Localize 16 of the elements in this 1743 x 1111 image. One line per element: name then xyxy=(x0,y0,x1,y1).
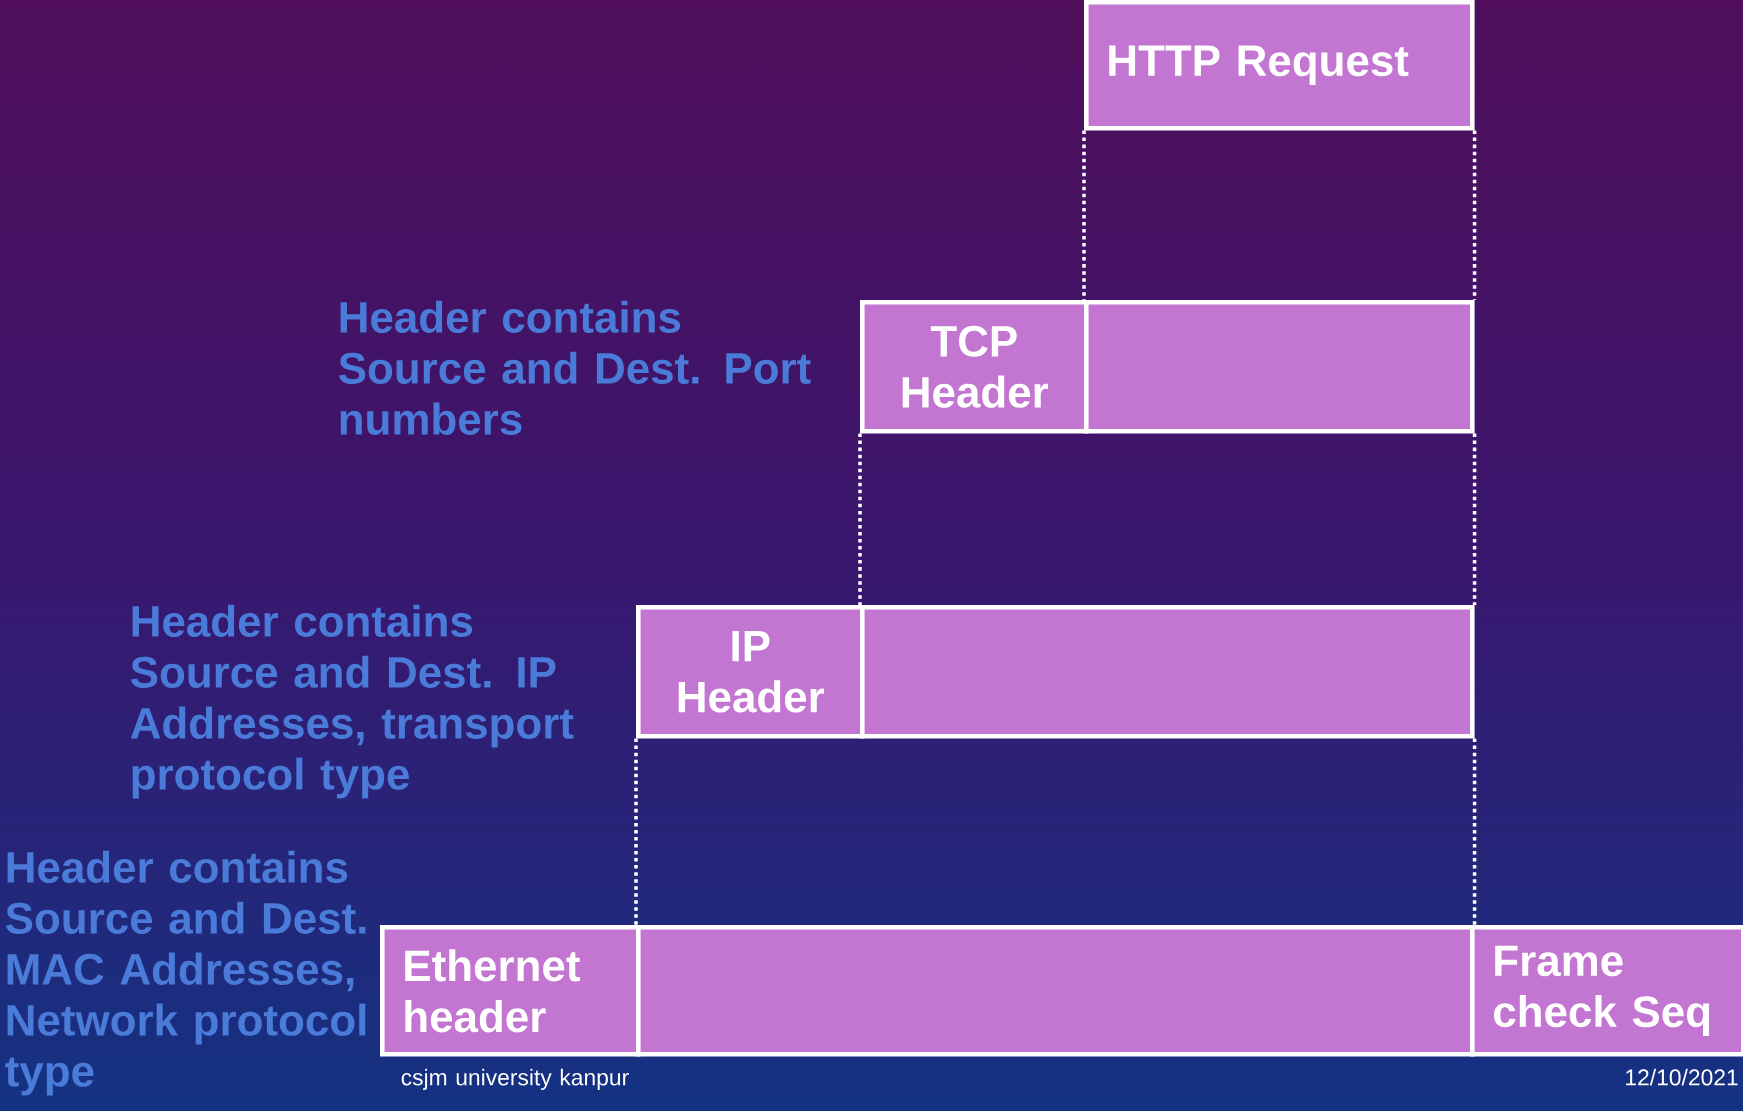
payload-box xyxy=(1084,300,1475,434)
guide-line xyxy=(1472,130,1477,300)
guide-line xyxy=(634,738,638,925)
message-box: HTTP Request xyxy=(1084,0,1475,131)
annotation-text: Header contains Source and Dest. MAC Addresses, Network protocol type xyxy=(5,850,366,1096)
trailer-box: Frame check Seq xyxy=(1470,925,1743,1057)
header-box: TCP Header xyxy=(860,300,1089,434)
header-box: Ethernet header xyxy=(380,925,641,1057)
header-box: IP Header xyxy=(636,605,865,739)
guide-line xyxy=(858,433,862,605)
guide-line xyxy=(1472,738,1477,925)
guide-line xyxy=(1472,433,1477,605)
annotation-text: Header contains Source and Dest. IP Addresses, transport protocol type xyxy=(130,604,574,799)
guide-line xyxy=(1082,130,1086,300)
footer-text: csjm university kanpur xyxy=(401,1068,629,1090)
annotation-text: Header contains Source and Dest. Port numbers xyxy=(338,300,811,435)
